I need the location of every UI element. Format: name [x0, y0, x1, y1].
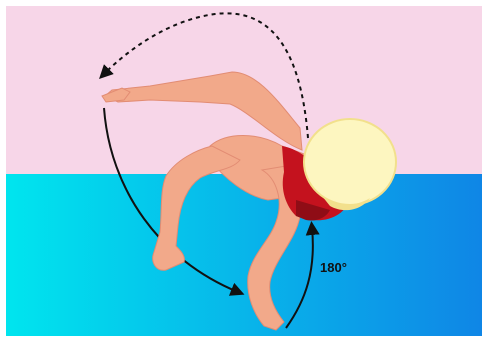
water-background [6, 174, 482, 336]
angle-label: 180° [320, 260, 347, 275]
swim-cap [304, 119, 396, 205]
